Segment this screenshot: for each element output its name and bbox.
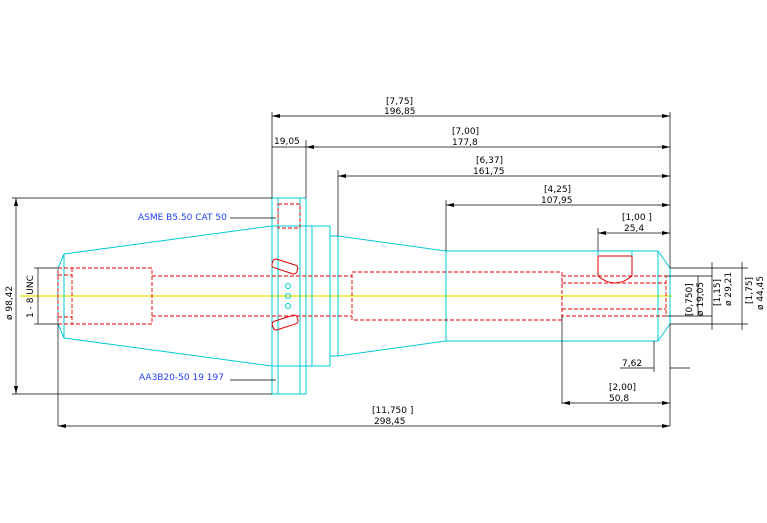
hidden-lines	[57, 203, 667, 325]
dim-total-length-inch: [11,750 ]	[372, 406, 413, 416]
dim-body-to-end-mm: 107,95	[541, 196, 573, 206]
set-screw-hole	[597, 255, 633, 284]
flange-holes	[271, 258, 299, 331]
dim-flat-location-inch: [1,00 ]	[622, 213, 652, 223]
dim-taper-dia: ø 98,42	[5, 286, 15, 320]
arrowheads	[14, 114, 670, 428]
dim-bore-depth-inch: [2,00]	[609, 383, 636, 393]
note-part-number: AA3B20-50 19 197	[139, 373, 224, 383]
dim-bore-dia-mm: ø 19,05	[696, 282, 706, 316]
dim-neck-to-end-mm: 161,75	[473, 167, 505, 177]
flange-dots	[285, 283, 291, 309]
dim-body-dia-a-inch: [1,15]	[713, 279, 723, 306]
dim-bore-depth-mm: 50,8	[609, 394, 629, 404]
dim-flat-location-mm: 25,4	[624, 224, 644, 234]
dimension-lines	[12, 112, 748, 427]
dim-body-to-end-inch: [4,25]	[544, 185, 571, 195]
dim-total-length-mm: 298,45	[374, 417, 406, 427]
part-outline	[57, 197, 671, 395]
dim-body-dia-a-mm: ø 29,21	[724, 272, 734, 306]
dim-neck-to-end-inch: [6,37]	[476, 156, 503, 166]
dim-flange-to-end-inch: [7,00]	[452, 127, 479, 137]
dim-overall-inch: [7,75]	[386, 97, 413, 107]
note-spec: ASME B5.50 CAT 50	[138, 213, 227, 223]
dim-overall-mm: 196,85	[384, 107, 416, 117]
dim-body-dia-b-inch: [1,75]	[745, 277, 755, 304]
dim-tip-length-mm: 7,62	[622, 359, 642, 369]
dim-flange-to-end-mm: 177,8	[452, 138, 478, 148]
dim-bore-dia-inch: [0,750]	[685, 283, 695, 316]
dim-flange-width-mm: 19,05	[274, 137, 300, 147]
dim-body-dia-b-mm: ø 44,45	[756, 276, 766, 310]
dim-thread: 1 - 8 UNC	[26, 275, 36, 318]
